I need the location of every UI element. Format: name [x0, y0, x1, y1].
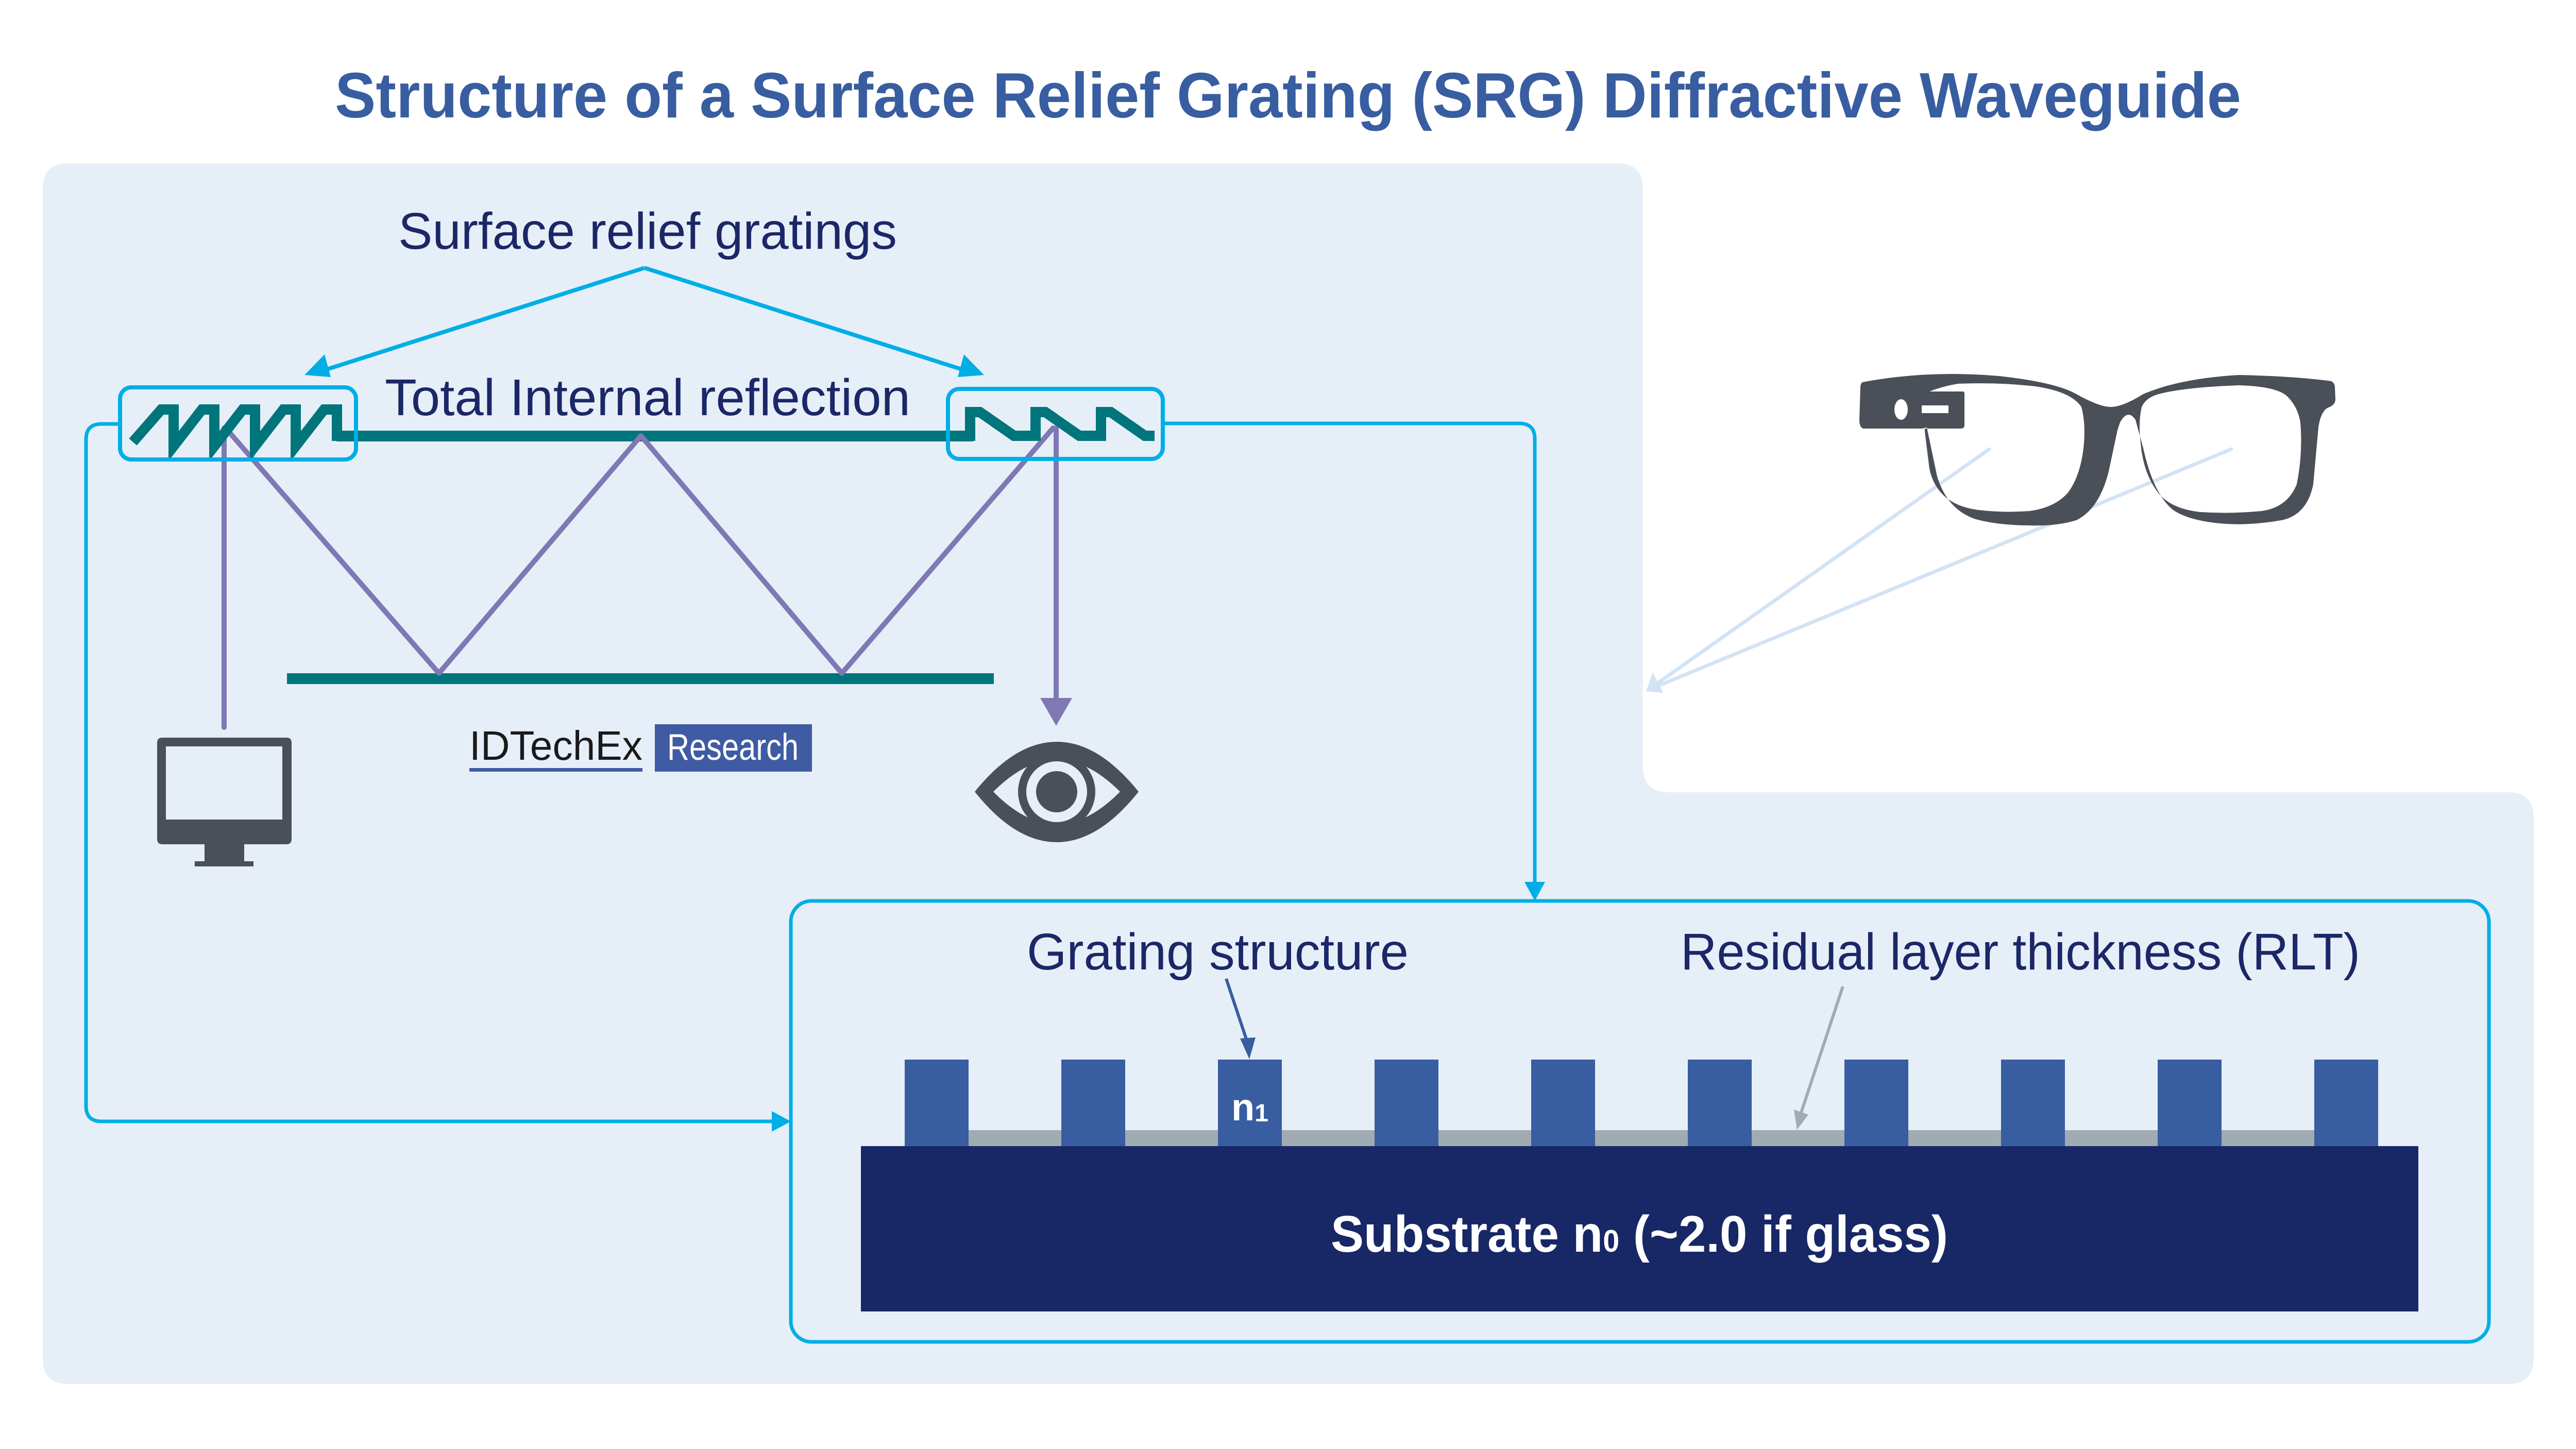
rlt-label: Residual layer thickness (RLT)	[1681, 923, 2360, 981]
pointer-arrow-left	[321, 266, 646, 373]
out-coupling-grating	[958, 407, 1155, 441]
grating-ridge	[1218, 1060, 1282, 1146]
glasses-frame	[1859, 374, 2335, 526]
projection-ray-arrowhead	[1646, 672, 1663, 693]
grating-ridge	[1844, 1060, 1908, 1146]
projection-ray-left	[1653, 447, 1991, 687]
waveguide-top-surface	[336, 431, 973, 441]
grating-ridge	[2314, 1060, 2378, 1146]
waveguide-bottom-surface	[287, 673, 994, 684]
pointer-arrow-right	[643, 266, 968, 373]
idtechex-logo: IDTechEx Research	[469, 723, 812, 772]
logo-brand: IDTechEx	[469, 723, 642, 769]
connector-right	[1163, 421, 1537, 883]
grating-ridge	[2001, 1060, 2065, 1146]
logo-underline	[469, 768, 642, 772]
eye-icon	[975, 742, 1139, 842]
rlt-pointer-head	[1794, 1110, 1808, 1130]
light-ray-path	[222, 425, 1059, 730]
pointer-arrowhead-right	[958, 354, 984, 377]
grating-ridge	[1688, 1060, 1752, 1146]
grating-pointer-arrows	[321, 266, 968, 373]
glasses-camera-lens	[1894, 399, 1908, 420]
output-ray-arrowhead	[1040, 698, 1072, 726]
logo-tag: Research	[667, 727, 799, 768]
ridge-index-symbol: n	[1231, 1086, 1255, 1129]
projection-ray-right	[1653, 447, 2233, 689]
glasses-camera-display	[1922, 405, 1948, 413]
ridge-index-subscript: 1	[1255, 1100, 1268, 1127]
grating-structure-pointer	[1225, 978, 1248, 1041]
grating-ridges	[905, 1060, 2378, 1146]
connector-left-arrowhead	[772, 1111, 791, 1132]
grating-structure-label: Grating structure	[1027, 923, 1409, 981]
substrate-index-subscript: 0	[1603, 1224, 1619, 1258]
grating-detail-panel	[789, 899, 2491, 1344]
rlt-pointer	[1800, 986, 1844, 1113]
logo-research-box	[655, 724, 812, 772]
substrate-label: Substrate n0 (~2.0 if glass)	[1331, 1205, 1948, 1263]
pointer-arrowhead-left	[304, 354, 331, 377]
tir-zigzag-ray	[223, 425, 1056, 676]
surface-relief-gratings-label: Surface relief gratings	[398, 202, 897, 260]
smart-glasses-icon	[1646, 374, 2335, 693]
substrate	[861, 1146, 2418, 1311]
connector-left	[84, 422, 773, 1123]
in-coupling-grating	[129, 404, 361, 462]
connector-right-arrowhead	[1524, 882, 1545, 901]
substrate-label-prefix: Substrate n	[1331, 1205, 1603, 1263]
grating-ridge	[2158, 1060, 2222, 1146]
ridge-index-label: n1	[1231, 1086, 1268, 1129]
grating-ridge	[1375, 1060, 1438, 1146]
substrate-label-suffix: (~2.0 if glass)	[1619, 1205, 1948, 1263]
diagram-title: Structure of a Surface Relief Grating (S…	[335, 60, 2241, 131]
grating-structure-pointer-head	[1240, 1037, 1256, 1059]
grating-ridge	[1061, 1060, 1125, 1146]
total-internal-reflection-label: Total Internal reflection	[385, 369, 910, 427]
grating-ridge	[1531, 1060, 1595, 1146]
residual-layer	[905, 1130, 2378, 1146]
monitor-icon	[157, 738, 292, 866]
grating-ridge	[905, 1060, 969, 1146]
